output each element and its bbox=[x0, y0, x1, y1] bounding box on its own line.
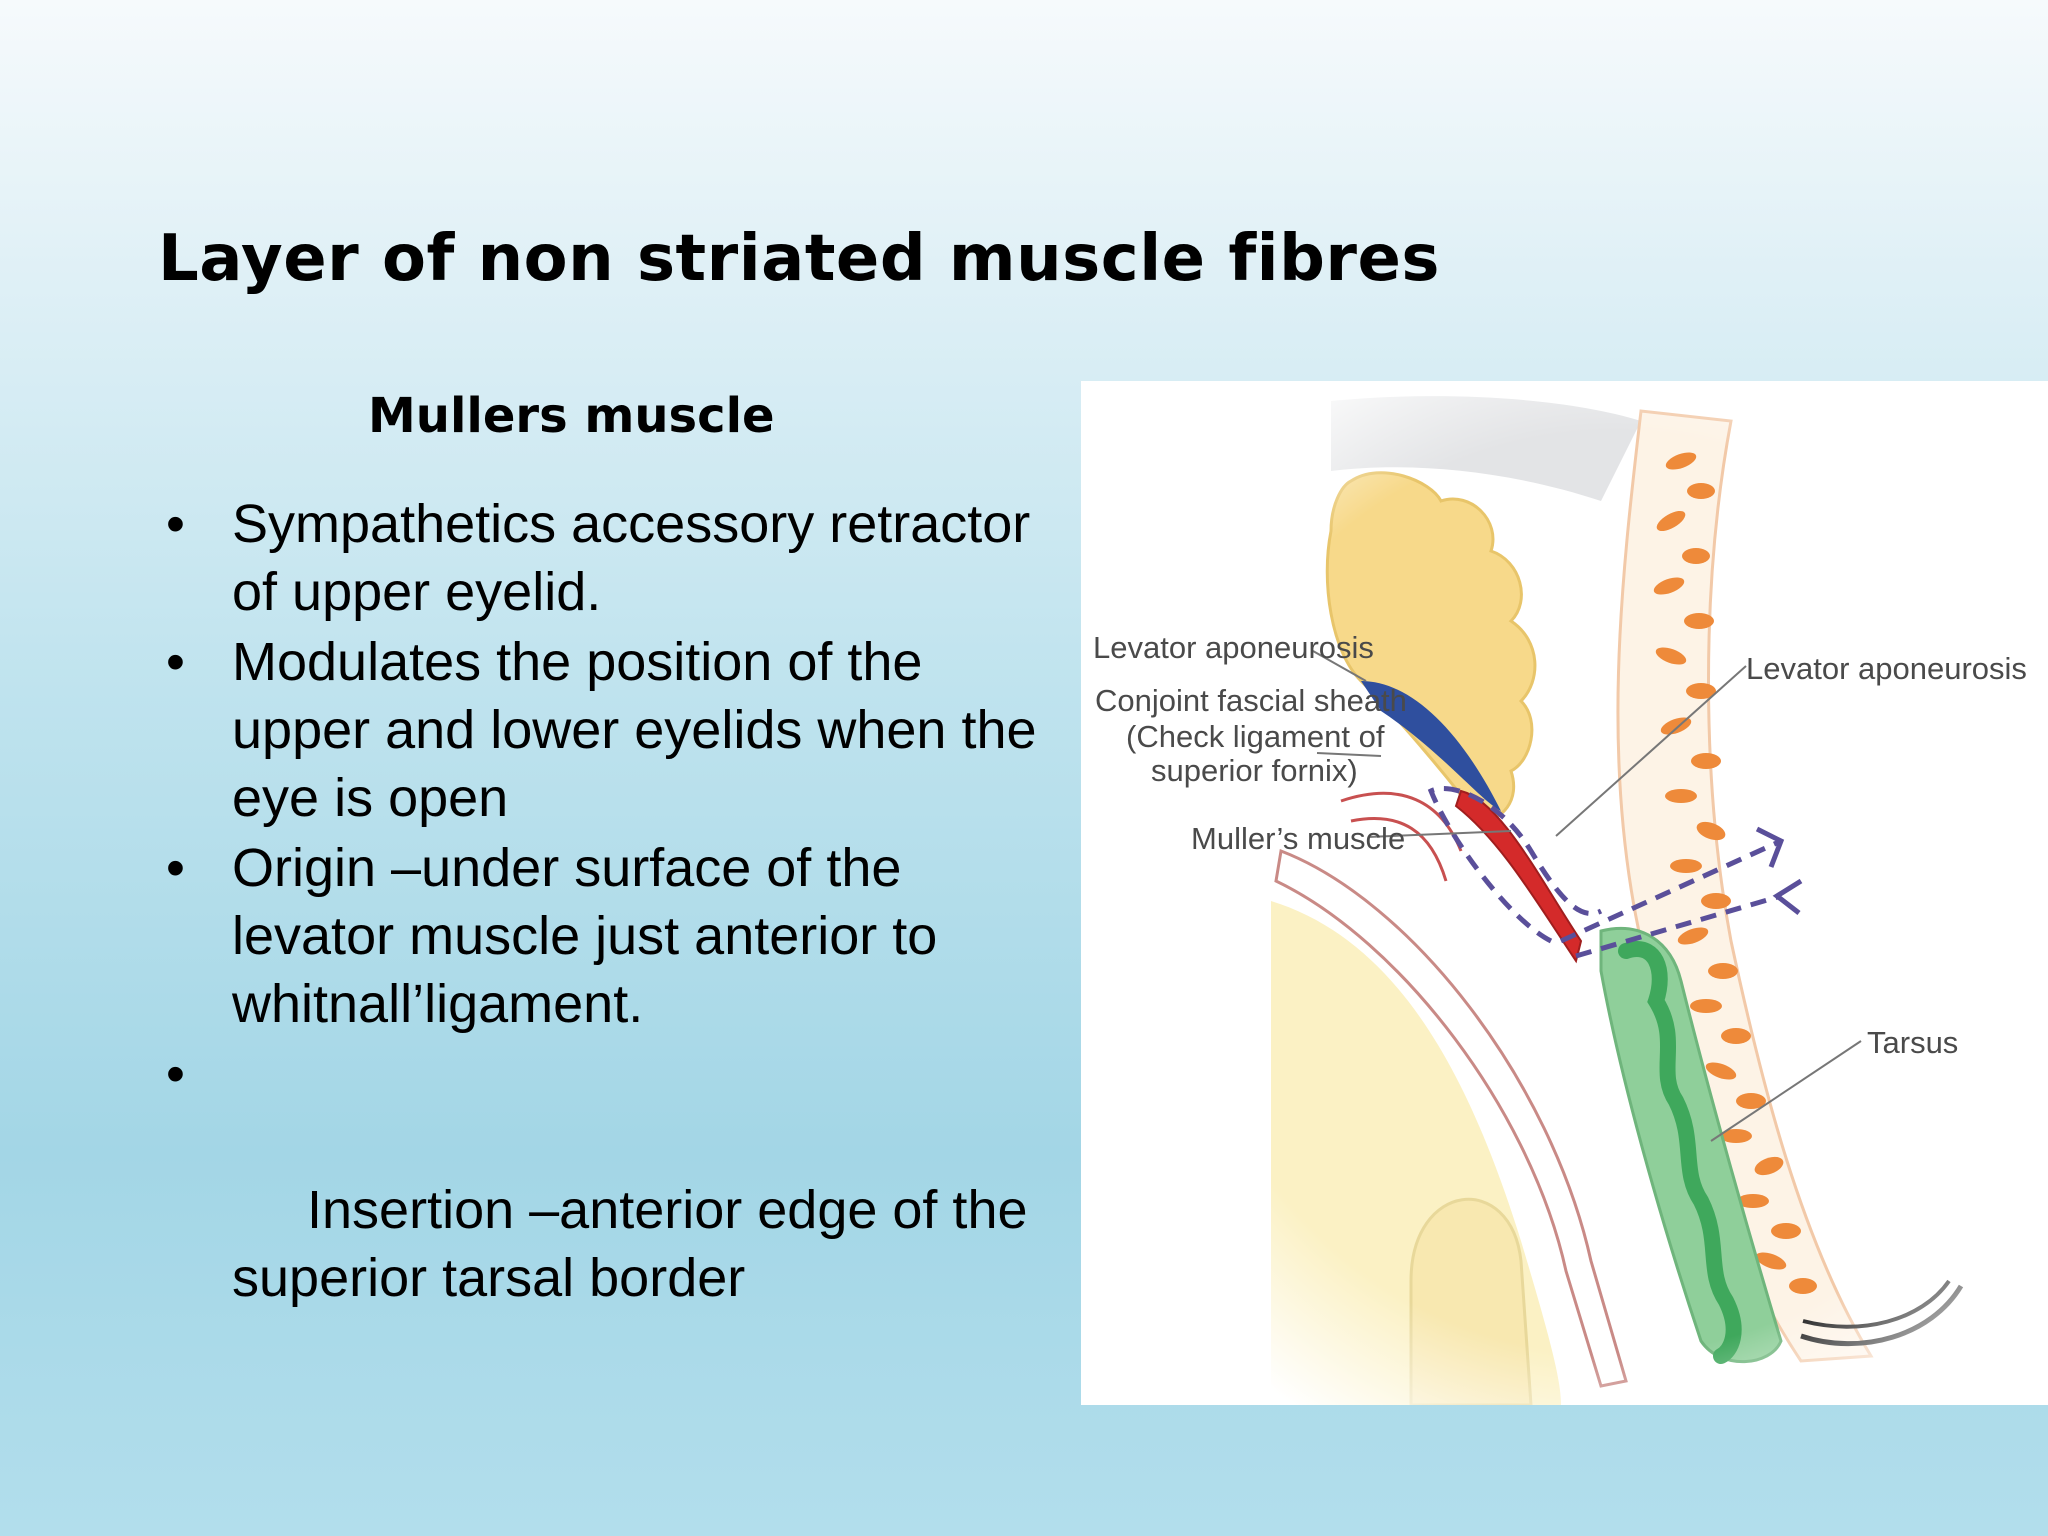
label-check-ligament: (Check ligament of bbox=[1126, 719, 1385, 754]
leader-line bbox=[1312, 650, 1367, 682]
label-tarsus: Tarsus bbox=[1867, 1025, 1958, 1060]
leader-line bbox=[1367, 830, 1512, 838]
label-levator-aponeurosis-right: Levator aponeurosis bbox=[1746, 651, 2027, 686]
label-mullers-muscle: Muller’s muscle bbox=[1191, 821, 1405, 856]
eyelid-anatomy-diagram: Levator aponeurosis Conjoint fascial she… bbox=[1081, 381, 2048, 1405]
eyelid-cross-section-illustration: Levator aponeurosis Conjoint fascial she… bbox=[1081, 381, 2048, 1405]
bullet-item: • Origin –under surface of the levator m… bbox=[160, 834, 1040, 1038]
bullet-text: Origin –under surface of the levator mus… bbox=[232, 838, 938, 1034]
bullet-text: Insertion –anterior edge of the superior… bbox=[232, 1180, 1043, 1308]
bullet-marker: • bbox=[166, 838, 185, 898]
slide-title: Layer of non striated muscle fibres bbox=[158, 222, 1440, 296]
leader-line bbox=[1555, 665, 1747, 837]
label-levator-aponeurosis-left: Levator aponeurosis bbox=[1093, 630, 1374, 665]
bullet-text: Sympathetics accessory retractor of uppe… bbox=[232, 494, 1031, 622]
bullet-item: • Insertion –anterior edge of the superi… bbox=[160, 1040, 1040, 1380]
bullet-item: • Sympathetics accessory retractor of up… bbox=[160, 490, 1040, 626]
section-subheading: Mullers muscle bbox=[368, 388, 775, 444]
bullet-text: Modulates the position of the upper and … bbox=[232, 632, 1037, 828]
label-conjoint-fascial-sheath: Conjoint fascial sheath bbox=[1095, 683, 1407, 718]
bullet-marker: • bbox=[166, 494, 185, 554]
diagram-fade-overlay bbox=[1081, 381, 2048, 1405]
bullet-item: • Modulates the position of the upper an… bbox=[160, 628, 1040, 832]
bullet-marker: • bbox=[166, 632, 185, 692]
leader-line bbox=[1316, 752, 1382, 757]
label-superior-fornix: superior fornix) bbox=[1151, 753, 1358, 788]
bullet-marker: • bbox=[166, 1044, 185, 1104]
leader-line bbox=[1710, 1040, 1862, 1142]
bullet-list: • Sympathetics accessory retractor of up… bbox=[160, 490, 1040, 1382]
